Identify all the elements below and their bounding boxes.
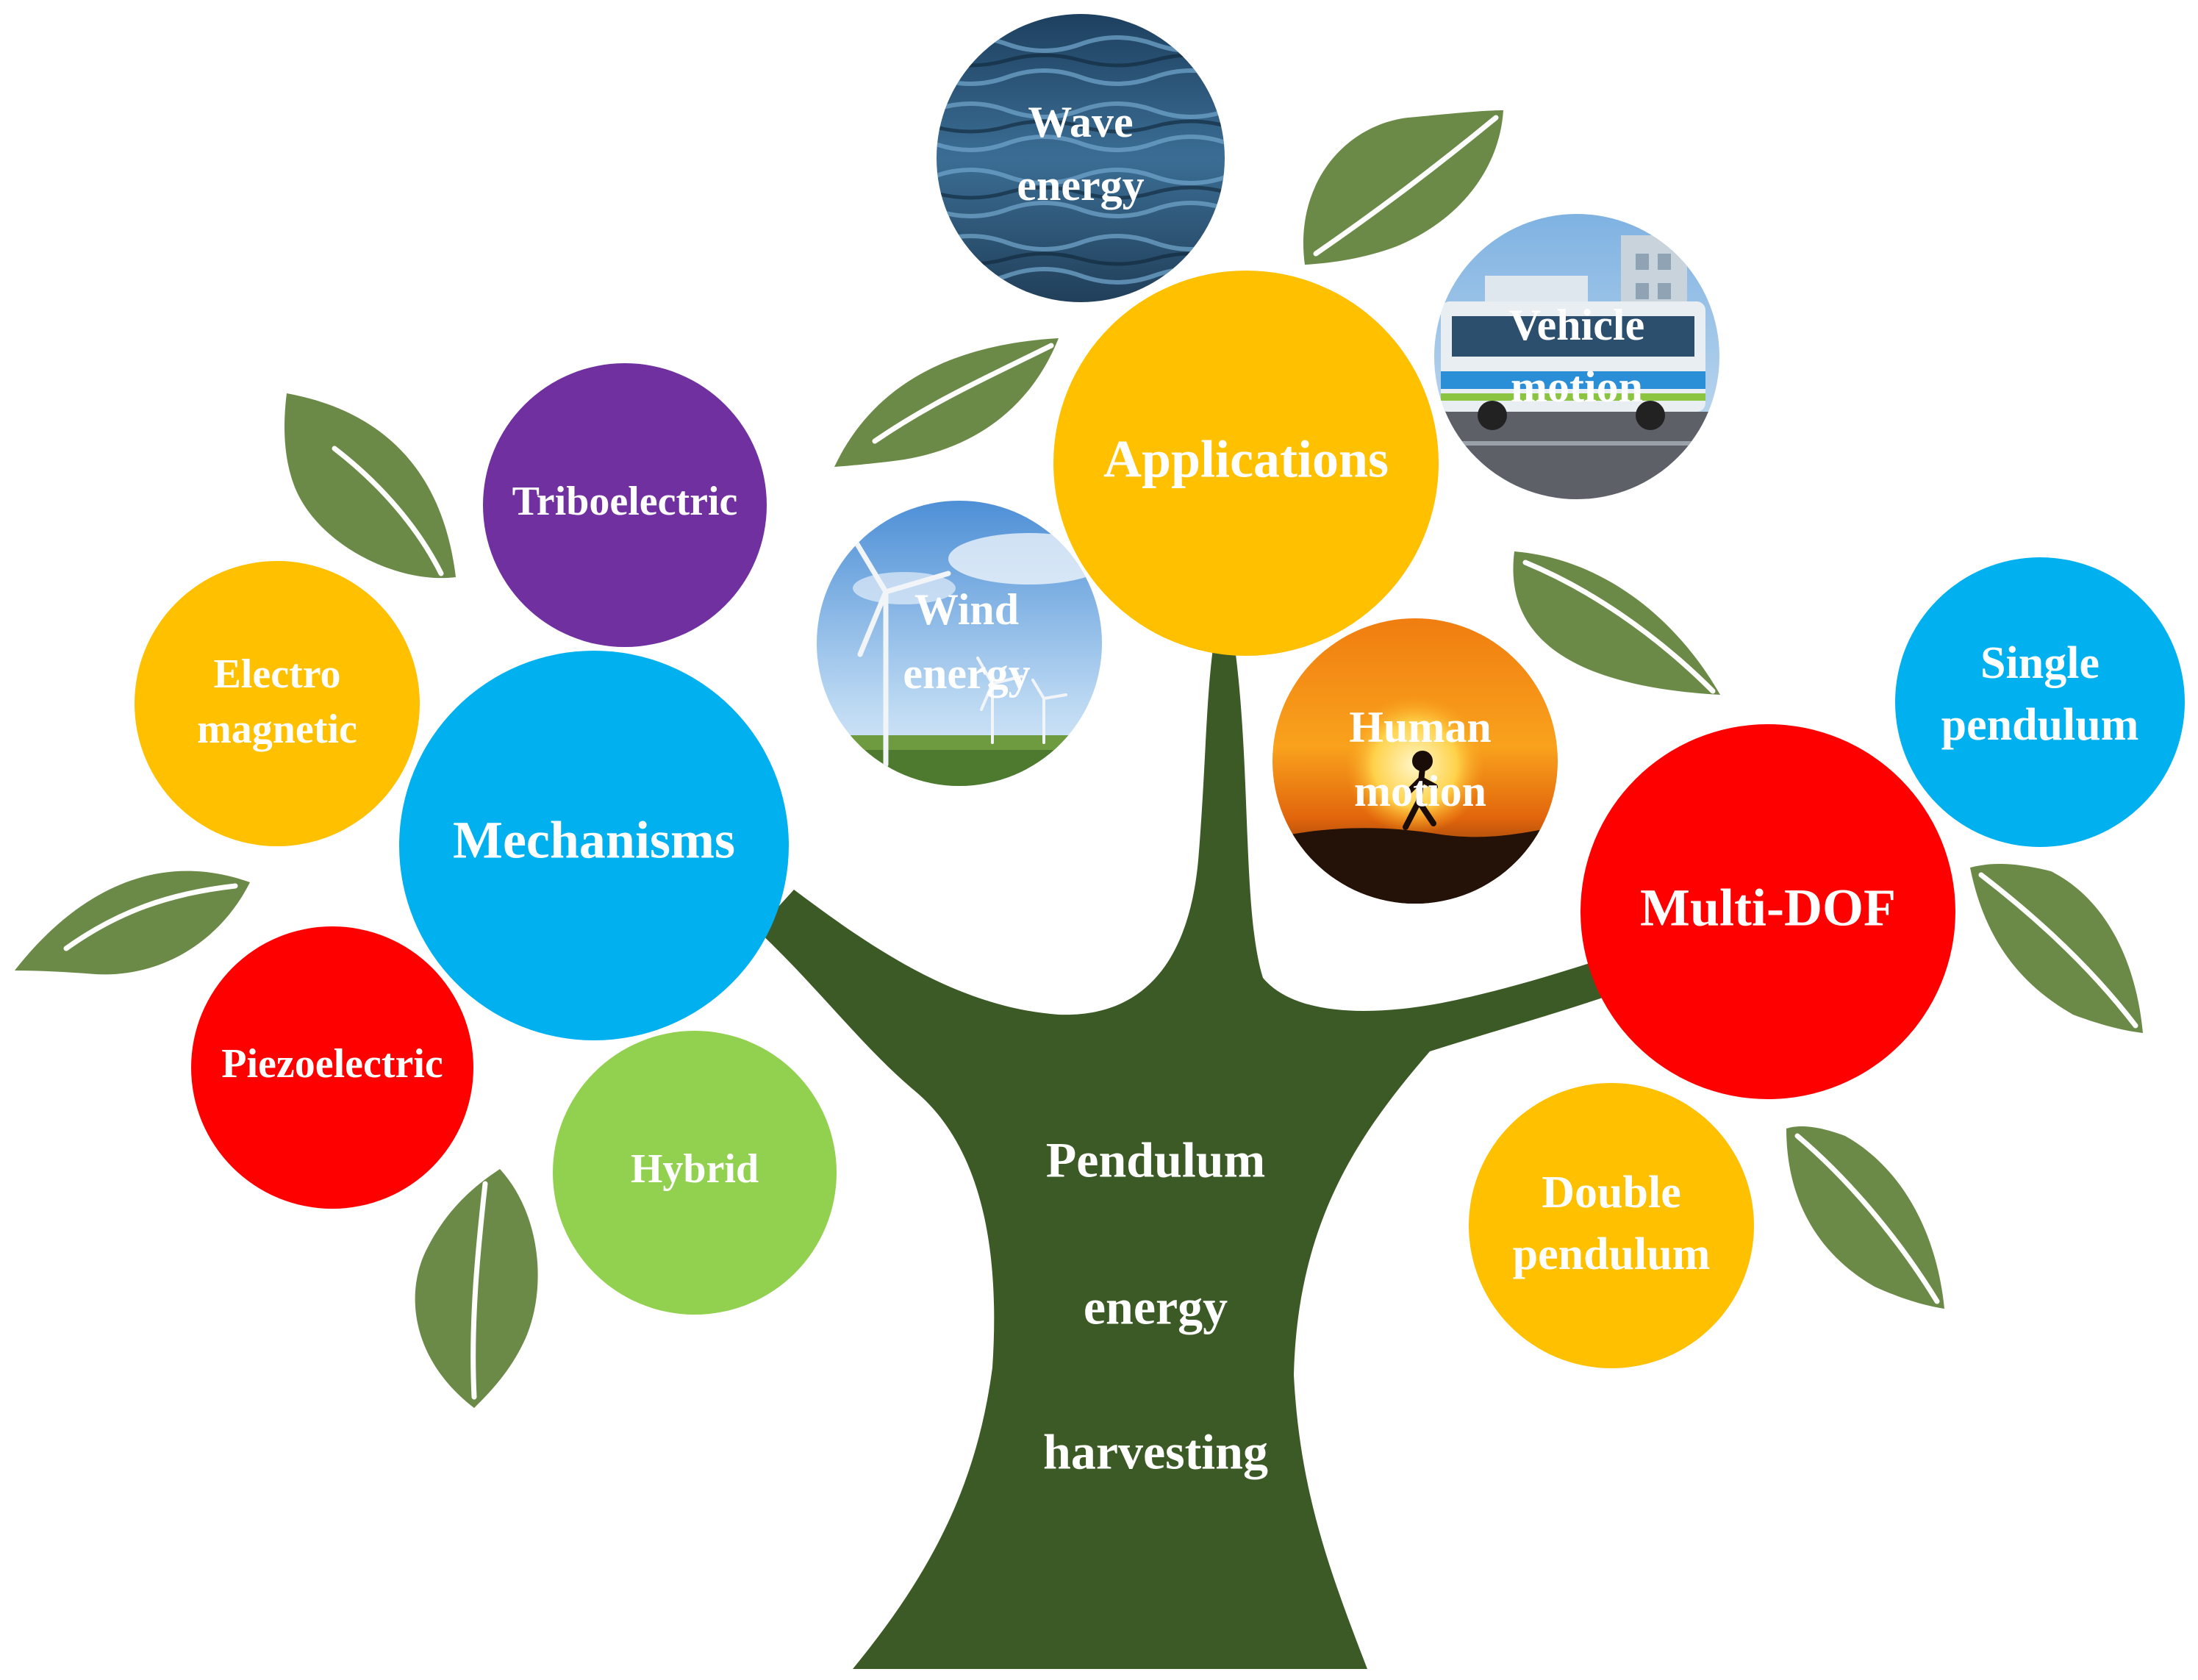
node-mechanisms-circle: [399, 651, 789, 1040]
node-vehicle-motion-line-2: motion: [1511, 362, 1643, 411]
node-mechanisms-label: Mechanisms: [453, 811, 735, 870]
trunk-title-line-3: harvesting: [1043, 1424, 1268, 1480]
node-vehicle-motion-line-1: Vehicle: [1509, 301, 1644, 349]
node-wind-energy: Wind energy: [817, 501, 1102, 786]
node-single-pendulum-line-1: Single: [1980, 638, 2099, 688]
node-multi-dof: Multi-DOF: [1581, 724, 1955, 1099]
tree-trunk: [757, 648, 1644, 1669]
node-double-pendulum-circle: [1469, 1083, 1754, 1368]
node-human-motion-line-2: motion: [1354, 767, 1486, 815]
sunset-runner-picture: [1272, 618, 1558, 904]
ocean-waves-picture: [937, 14, 1225, 302]
node-vehicle-motion: Vehicle motion: [1434, 214, 1719, 499]
node-triboelectric-circle: [483, 363, 767, 647]
leaf-icon: [1970, 864, 2143, 1033]
node-human-motion-line-1: Human: [1349, 703, 1491, 751]
node-wave-energy-line-1: Wave: [1028, 98, 1133, 146]
node-electromagnetic-circle: [135, 561, 420, 846]
node-double-pendulum: Double pendulum: [1469, 1083, 1754, 1368]
node-multi-dof-circle: [1581, 724, 1955, 1099]
wind-turbines-picture: [817, 501, 1102, 786]
node-double-pendulum-line-1: Double: [1542, 1168, 1680, 1218]
node-piezoelectric-circle: [191, 926, 473, 1209]
node-multi-dof-label: Multi-DOF: [1640, 879, 1896, 937]
node-applications-label: Applications: [1103, 430, 1389, 489]
node-mechanisms: Mechanisms: [399, 651, 789, 1040]
node-electromagnetic-line-2: magnetic: [197, 707, 357, 752]
leaf-icon: [284, 393, 456, 579]
node-triboelectric-label: Triboelectric: [512, 479, 738, 524]
node-triboelectric: Triboelectric: [483, 363, 767, 647]
leaf-icon: [1786, 1126, 1944, 1309]
node-single-pendulum-circle: [1895, 557, 2185, 847]
leaf-icon: [415, 1169, 538, 1408]
node-piezoelectric: Piezoelectric: [191, 926, 473, 1209]
node-electromagnetic-line-1: Electro: [213, 651, 340, 697]
leaf-icon: [15, 871, 250, 975]
trunk-title-line-2: energy: [1084, 1279, 1228, 1335]
node-single-pendulum: Single pendulum: [1895, 557, 2185, 847]
node-applications-circle: [1053, 271, 1439, 656]
node-single-pendulum-line-2: pendulum: [1941, 700, 2139, 750]
node-hybrid-label: Hybrid: [631, 1146, 759, 1192]
trunk-title-line-1: Pendulum: [1046, 1132, 1266, 1188]
leaf-icon: [1513, 551, 1720, 695]
node-applications: Applications: [1053, 271, 1439, 656]
node-electromagnetic: Electro magnetic: [135, 561, 420, 846]
leaf-icon: [834, 338, 1059, 467]
node-piezoelectric-label: Piezoelectric: [221, 1041, 443, 1087]
node-wave-energy-line-2: energy: [1017, 161, 1144, 210]
node-hybrid: Hybrid: [553, 1031, 837, 1315]
node-wind-energy-line-2: energy: [903, 649, 1030, 698]
node-wind-energy-line-1: Wind: [914, 585, 1019, 634]
leaves: [15, 110, 2143, 1408]
node-hybrid-circle: [553, 1031, 837, 1315]
bus-picture: [1434, 214, 1719, 499]
node-double-pendulum-line-2: pendulum: [1513, 1229, 1711, 1279]
node-human-motion: Human motion: [1272, 618, 1558, 904]
leaf-icon: [1303, 110, 1503, 265]
node-wave-energy: Wave energy: [937, 14, 1225, 302]
